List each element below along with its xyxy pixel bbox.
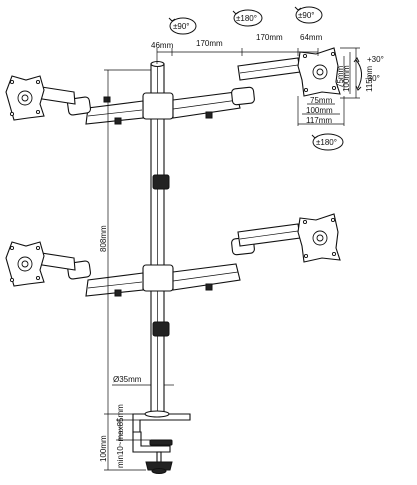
dim-pole-diameter: Ø35mm bbox=[113, 375, 142, 384]
dim-arm-segment-1: 170mm bbox=[196, 39, 223, 48]
rotation-symbol-head-rotate: ±180° bbox=[311, 133, 344, 151]
dimension-vesa-width: 75mm 100mm 117mm bbox=[297, 96, 345, 126]
right-elbow-upper bbox=[231, 86, 255, 106]
dim-pole-height: 808mm bbox=[99, 225, 108, 252]
vesa-plate-bottom-left bbox=[5, 241, 45, 287]
dim-arm-segment-2: 170mm bbox=[256, 33, 283, 42]
dimension-pole-height: 808mm bbox=[99, 69, 151, 415]
left-arm-inner-upper bbox=[85, 100, 144, 125]
pole bbox=[150, 60, 170, 415]
tilt-up-label: +30° bbox=[367, 55, 384, 64]
dimension-clamp: 100mm min10~max85mm bbox=[99, 404, 150, 471]
pole-collar-upper bbox=[142, 92, 174, 120]
pole-collar-lower bbox=[142, 264, 174, 292]
vesa-plate-bottom-right bbox=[297, 213, 341, 263]
dim-clamp-range: min10~max85mm bbox=[116, 404, 125, 468]
dim-clamp-height: 100mm bbox=[99, 435, 108, 462]
head-swivel-label: ±90° bbox=[298, 11, 315, 20]
rotation-symbol-arm-rotate: ±180° bbox=[232, 9, 263, 27]
head-rotate-label: ±180° bbox=[316, 138, 337, 147]
dim-plate-height: 115mm bbox=[365, 66, 374, 92]
dim-plate-width: 117mm bbox=[306, 116, 332, 125]
arm-level-upper bbox=[34, 57, 301, 125]
cable-clip-lower bbox=[152, 321, 170, 337]
dim-vesa-v-100: 100mm bbox=[342, 65, 351, 92]
dim-pole-offset: 46mm bbox=[151, 41, 174, 50]
clamp-pad bbox=[149, 439, 173, 446]
left-arm-inner-lower bbox=[85, 272, 144, 297]
vesa-plate-top-left bbox=[5, 75, 45, 121]
dim-vesa-h-75: 75mm bbox=[310, 96, 333, 105]
arm-rotate-label: ±180° bbox=[236, 14, 257, 23]
tilt-indicator: +30° -30° bbox=[353, 55, 384, 91]
desk-clamp bbox=[132, 410, 191, 474]
dimension-top: 46mm 170mm 170mm 64mm bbox=[151, 33, 323, 64]
cable-clip-upper bbox=[152, 174, 170, 190]
right-arm-inner-upper bbox=[172, 91, 241, 119]
clamp-knob bbox=[145, 461, 173, 471]
vesa-plate-top-right bbox=[297, 47, 341, 97]
arm-level-lower bbox=[34, 223, 301, 297]
rotation-symbol-arm-swivel: ±90° bbox=[168, 17, 197, 35]
lock-knob bbox=[114, 289, 122, 297]
tilt-down-label: -30° bbox=[365, 74, 380, 83]
dimension-pole-diameter: Ø35mm bbox=[112, 375, 174, 386]
right-arm-inner-lower bbox=[172, 263, 241, 291]
rotation-symbol-head-swivel: ±90° bbox=[294, 6, 323, 24]
lock-knob bbox=[205, 283, 213, 291]
clamp-screw bbox=[156, 451, 162, 463]
clamp-lower-jaw bbox=[132, 431, 171, 453]
lock-knob bbox=[205, 111, 213, 119]
dim-vesa-h-100: 100mm bbox=[306, 106, 333, 115]
dimension-vesa-height: 75mm 100mm 115mm bbox=[336, 47, 374, 99]
arm-swivel-label: ±90° bbox=[173, 22, 190, 31]
lock-knob bbox=[114, 117, 122, 125]
pole-cap bbox=[150, 60, 165, 68]
lock-knob bbox=[103, 96, 111, 103]
dim-vesa-v-75: 75mm bbox=[336, 65, 345, 88]
dim-head-offset: 64mm bbox=[300, 33, 323, 42]
